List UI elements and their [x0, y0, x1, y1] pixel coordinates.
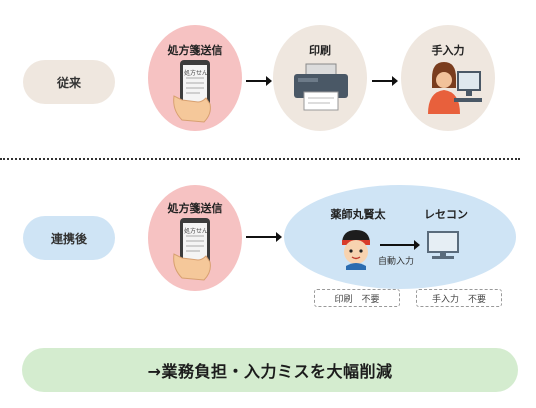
row-label-before-text: 従来 — [56, 75, 81, 90]
phone-icon — [173, 218, 211, 281]
phone-screen-text-before: 処方せん — [184, 70, 209, 77]
step-manual-label: 手入力 — [431, 44, 465, 57]
step-print-label: 印刷 — [309, 44, 331, 57]
step-send-label: 処方箋送信 — [167, 44, 223, 57]
note-print-unneeded: 印刷 不要 — [314, 289, 400, 307]
note-manual-unneeded: 手入力 不要 — [416, 289, 502, 307]
phone-icon — [173, 60, 211, 123]
row-label-after-text: 連携後 — [50, 231, 87, 246]
arrow-1 — [246, 76, 272, 86]
computer-icon — [427, 231, 459, 259]
auto-input-label: 自動入力 — [378, 257, 415, 267]
rececon-label: レセコン — [424, 208, 468, 221]
pharmacist-character-icon — [342, 230, 370, 270]
arrow-auto — [380, 240, 420, 250]
row-label-before: 従来 — [23, 60, 115, 104]
phone-screen-text-after: 処方せん — [184, 228, 209, 235]
app-name-label: 薬師丸賢太 — [330, 208, 386, 221]
integration-ellipse — [284, 185, 516, 289]
arrow-3 — [246, 232, 282, 242]
step-send-after-label: 処方箋送信 — [167, 202, 223, 215]
arrow-2 — [372, 76, 398, 86]
printer-icon — [294, 63, 348, 111]
section-divider — [0, 158, 520, 160]
typing-person-icon — [428, 62, 482, 114]
result-banner-text: →業務負担・入力ミスを大幅削減 — [147, 362, 393, 381]
result-banner: →業務負担・入力ミスを大幅削減 — [22, 348, 518, 392]
row-label-after: 連携後 — [23, 216, 115, 260]
